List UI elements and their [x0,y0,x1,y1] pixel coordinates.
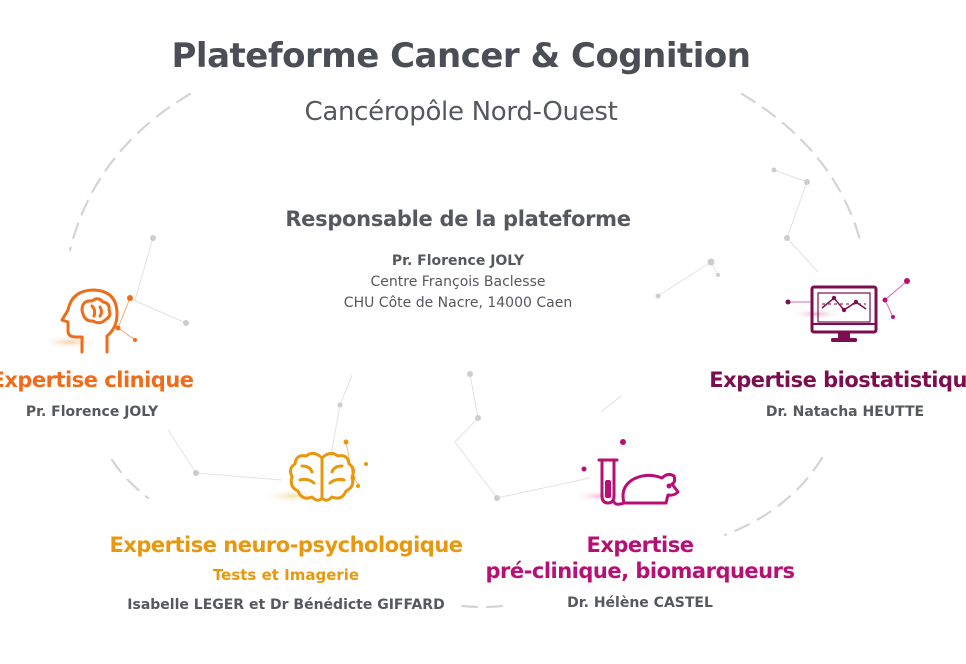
expertise-clinique-person: Pr. Florence JOLY [25,404,159,420]
network-lines [130,169,819,499]
expertise-preclinique-title-line1: Expertise [586,533,694,557]
responsable-heading: Responsable de la plateforme [285,207,631,231]
expertise-preclinique-title-line2: pré-clinique, biomarqueurs [485,559,795,583]
expertise-biostat-person: Dr. Natacha HEUTTE [765,404,925,420]
expertise-preclinique-person: Dr. Hélène CASTEL [567,595,713,611]
expertise-neuro-title: Expertise neuro-psychologique [109,533,463,557]
network-dots [150,167,810,501]
expertise-neuro-subtitle: Tests et Imagerie [212,566,360,584]
expertise-clinique-title: Expertise clinique [0,368,194,392]
expertise-biostat-title: Expertise biostatistique [709,368,966,392]
responsable-name: Pr. Florence JOLY [391,253,525,269]
page-title: Plateforme Cancer & Cognition [171,36,751,76]
expertise-neuro-person: Isabelle LEGER et Dr Bénédicte GIFFARD [127,597,445,613]
responsable-address: CHU Côte de Nacre, 14000 Caen [343,295,573,311]
test-tube-mouse-icon [572,439,680,506]
responsable-center: Centre François Baclesse [370,274,546,290]
brain-icon [262,439,368,503]
dashed-circle-arcs [68,92,862,609]
monitor-chart-icon [785,278,910,342]
head-brain-icon [40,288,137,354]
page-subtitle: Cancéropôle Nord-Ouest [304,97,618,127]
